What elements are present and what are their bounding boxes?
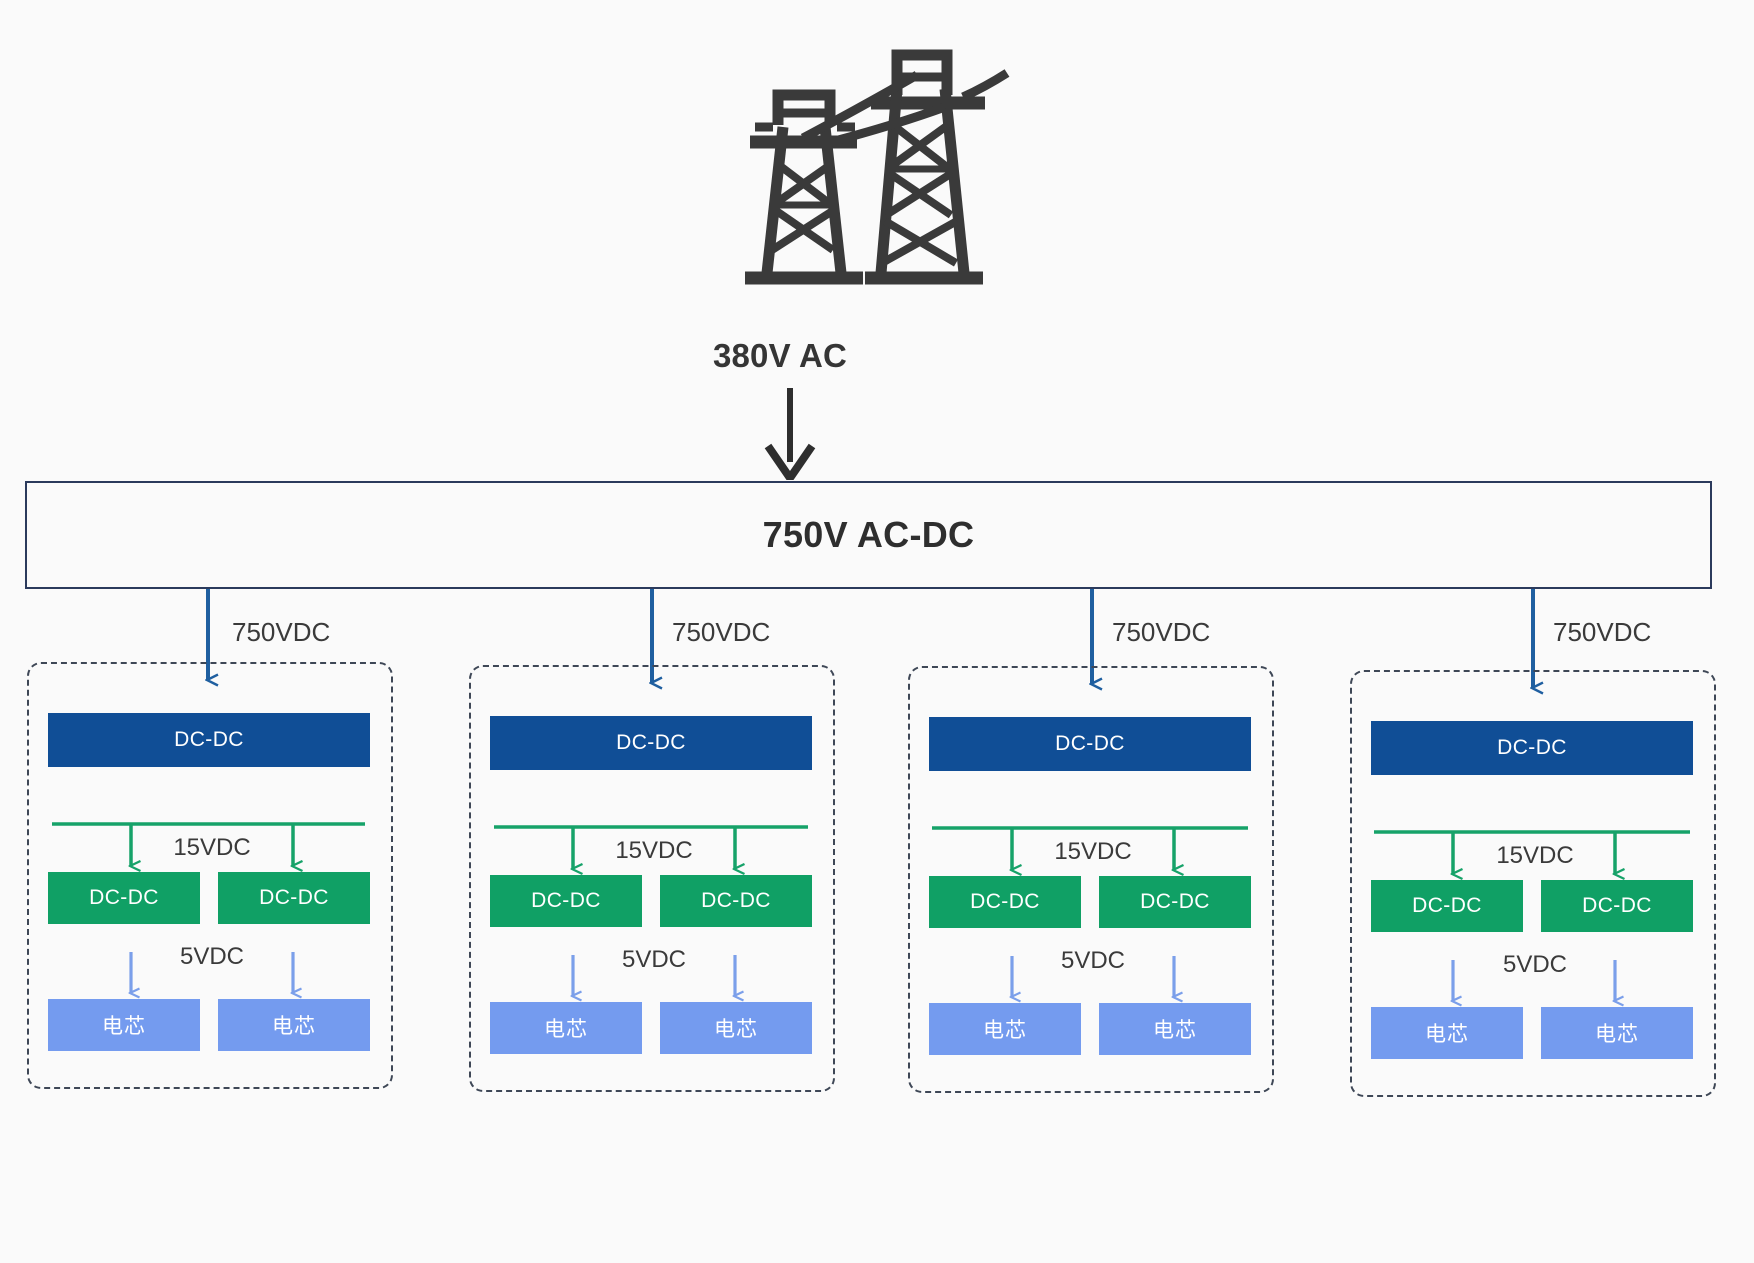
bus-label-5vdc-1: 5VDC <box>179 943 245 970</box>
bus-label-15vdc-2: 15VDC <box>615 837 693 864</box>
bus-label-5vdc-4: 5VDC <box>1502 951 1568 978</box>
cell-label-1b: 电芯 <box>272 1015 316 1038</box>
cell-box-1a[interactable]: 电芯 <box>48 999 200 1051</box>
bus-label-15vdc-4: 15VDC <box>1496 842 1574 869</box>
bus-label-15vdc-3: 15VDC <box>1054 838 1132 865</box>
dcdc-secondary-1b[interactable]: DC-DC <box>218 872 370 924</box>
cell-box-4b[interactable]: 电芯 <box>1541 1007 1693 1059</box>
dcdc-secondary-4b[interactable]: DC-DC <box>1541 880 1693 932</box>
dcdc-secondary-label-4a: DC-DC <box>1412 894 1482 917</box>
cell-box-4a[interactable]: 电芯 <box>1371 1007 1523 1059</box>
cell-label-1a: 电芯 <box>102 1015 146 1038</box>
dcdc-secondary-label-4b: DC-DC <box>1582 894 1652 917</box>
branch-label-4: 750VDC <box>1553 617 1652 647</box>
cell-label-2b: 电芯 <box>714 1018 758 1041</box>
cell-label-4b: 电芯 <box>1595 1023 1639 1046</box>
dcdc-primary-label-4: DC-DC <box>1497 736 1567 759</box>
cell-label-4a: 电芯 <box>1425 1023 1469 1046</box>
dcdc-secondary-4a[interactable]: DC-DC <box>1371 880 1523 932</box>
bus-label-5vdc-2: 5VDC <box>621 946 687 973</box>
transmission-tower-icon <box>745 45 1010 290</box>
dcdc-secondary-3a[interactable]: DC-DC <box>929 876 1081 928</box>
branch-group-2[interactable] <box>469 665 835 1092</box>
dcdc-secondary-label-3a: DC-DC <box>970 890 1040 913</box>
branch-label-1: 750VDC <box>232 617 331 647</box>
dcdc-secondary-label-2a: DC-DC <box>531 889 601 912</box>
branch-group-4[interactable] <box>1350 670 1716 1097</box>
dcdc-secondary-3b[interactable]: DC-DC <box>1099 876 1251 928</box>
dcdc-secondary-2a[interactable]: DC-DC <box>490 875 642 927</box>
dcdc-primary-3[interactable]: DC-DC <box>929 717 1251 771</box>
cell-box-2b[interactable]: 电芯 <box>660 1002 812 1054</box>
dcdc-primary-label-3: DC-DC <box>1055 732 1125 755</box>
cell-box-3b[interactable]: 电芯 <box>1099 1003 1251 1055</box>
dcdc-secondary-1a[interactable]: DC-DC <box>48 872 200 924</box>
bus-label-15vdc-1: 15VDC <box>173 834 251 861</box>
dcdc-primary-label-2: DC-DC <box>616 731 686 754</box>
branch-group-3[interactable] <box>908 666 1274 1093</box>
ac-dc-converter-box[interactable]: 750V AC-DC <box>25 481 1712 589</box>
cell-label-3b: 电芯 <box>1153 1019 1197 1042</box>
dcdc-secondary-2b[interactable]: DC-DC <box>660 875 812 927</box>
cell-box-1b[interactable]: 电芯 <box>218 999 370 1051</box>
dcdc-secondary-label-1b: DC-DC <box>259 886 329 909</box>
dcdc-secondary-label-1a: DC-DC <box>89 886 159 909</box>
branch-label-3: 750VDC <box>1112 617 1211 647</box>
dcdc-secondary-label-2b: DC-DC <box>701 889 771 912</box>
cell-label-3a: 电芯 <box>983 1019 1027 1042</box>
branch-label-2: 750VDC <box>672 617 771 647</box>
dcdc-primary-4[interactable]: DC-DC <box>1371 721 1693 775</box>
cell-box-3a[interactable]: 电芯 <box>929 1003 1081 1055</box>
cell-box-2a[interactable]: 电芯 <box>490 1002 642 1054</box>
dcdc-primary-1[interactable]: DC-DC <box>48 713 370 767</box>
source-voltage-label: 380V AC <box>712 337 848 374</box>
dcdc-secondary-label-3b: DC-DC <box>1140 890 1210 913</box>
dcdc-primary-label-1: DC-DC <box>174 728 244 751</box>
source-feed-arrow <box>750 388 830 486</box>
branch-group-1[interactable] <box>27 662 393 1089</box>
cell-label-2a: 电芯 <box>544 1018 588 1041</box>
dcdc-primary-2[interactable]: DC-DC <box>490 716 812 770</box>
bus-label-5vdc-3: 5VDC <box>1060 947 1126 974</box>
ac-dc-converter-label: 750V AC-DC <box>762 514 975 555</box>
